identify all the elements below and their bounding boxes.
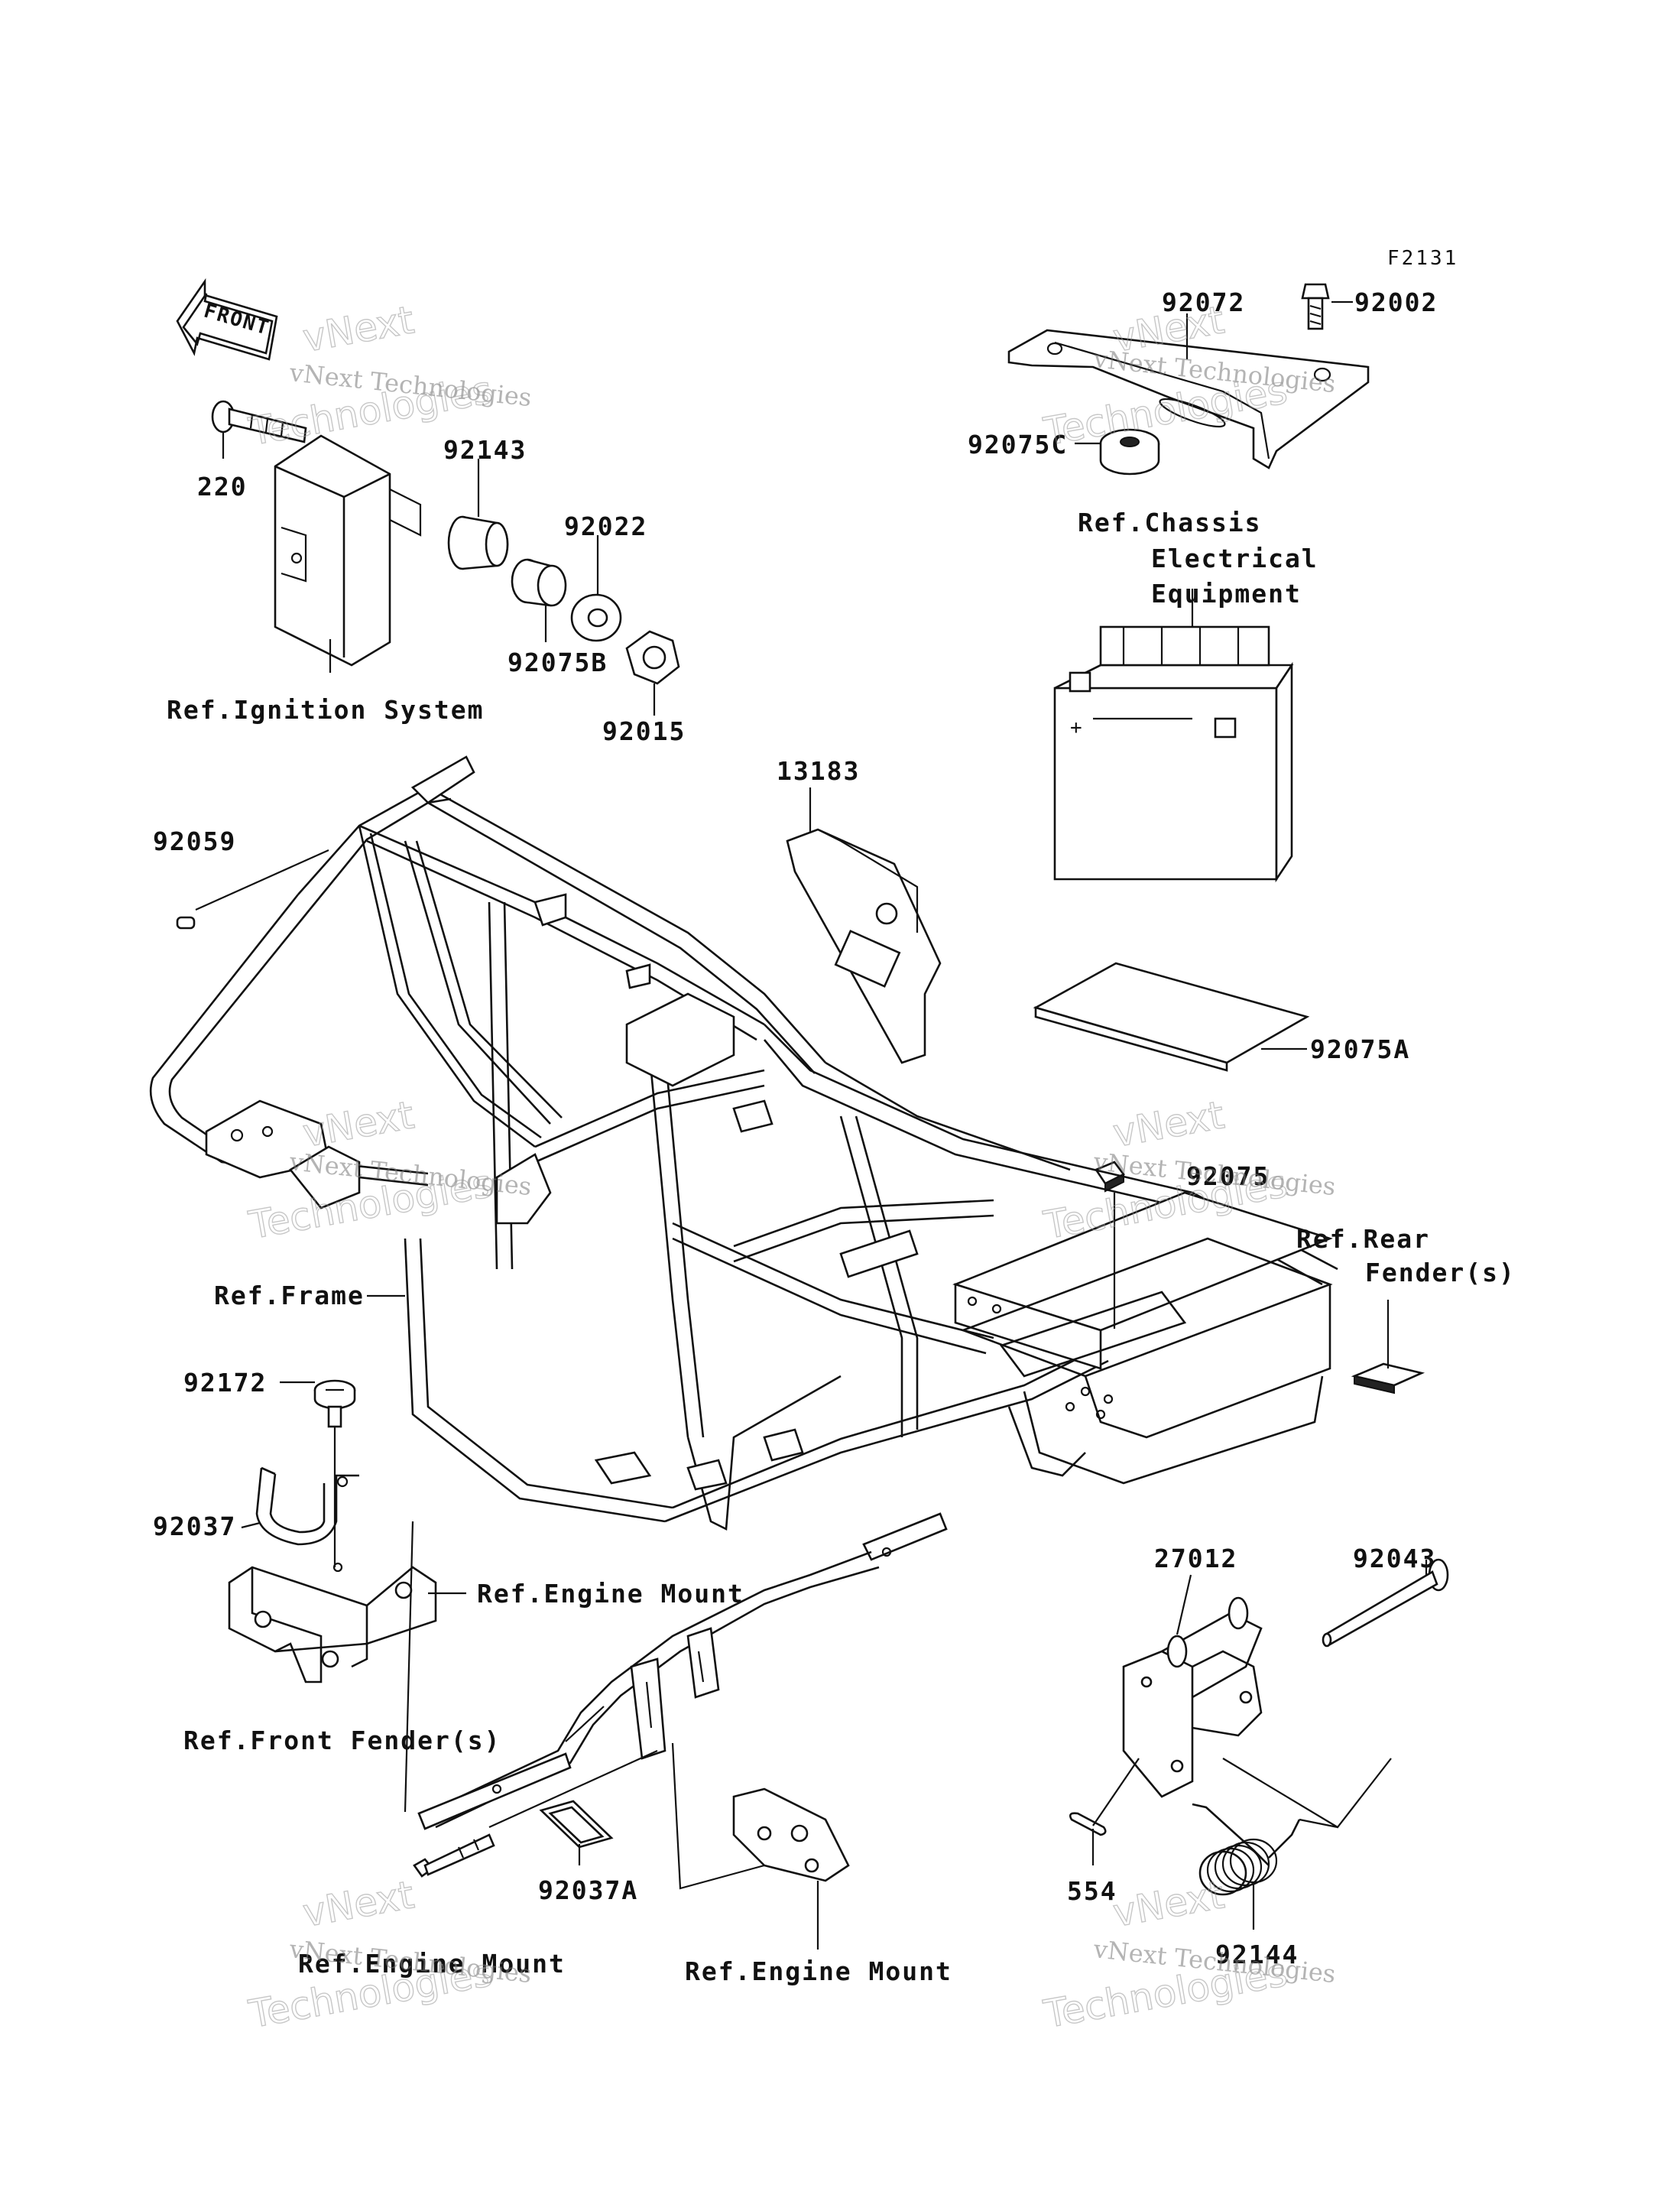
svg-text:vNext: vNext: [300, 1872, 417, 1935]
label-92015: 92015: [602, 716, 686, 746]
label-92172: 92172: [183, 1368, 267, 1398]
label-554: 554: [1067, 1876, 1117, 1906]
engine-mount-plate-icon: [732, 1787, 850, 1882]
label-92075a: 92075A: [1310, 1034, 1410, 1064]
cover-13183-icon: [786, 828, 942, 1064]
label-92059: 92059: [153, 826, 236, 856]
shaft-92043-icon: [1322, 1558, 1449, 1648]
pin-92059-icon: [176, 916, 196, 930]
ref-ignition-system: Ref.Ignition System: [167, 695, 485, 725]
ref-rear-fender-line2: Fender(s): [1365, 1258, 1516, 1287]
front-arrow-icon: FRONT: [176, 278, 278, 361]
battery-icon: +: [1053, 625, 1294, 883]
part-labels: 92002 92072 92075C 220 92143 92022 92075…: [153, 287, 1438, 1969]
label-92075: 92075: [1186, 1161, 1270, 1191]
ref-engine-mount-1: Ref.Engine Mount: [477, 1579, 744, 1609]
ref-frame: Ref.Frame: [214, 1281, 365, 1310]
damper-92075c-icon: [1099, 428, 1160, 476]
bolt-92002-icon: [1301, 283, 1330, 330]
watermark-bottom-left: vNext vNext Technologies Technologies: [245, 1872, 533, 2037]
diagram-code: F2131: [1387, 247, 1458, 270]
rear-fender-piece-icon: [1351, 1362, 1425, 1394]
label-92072: 92072: [1162, 287, 1245, 317]
battery-bracket: [1007, 329, 1370, 469]
grommet-92075b-icon: [511, 558, 567, 607]
plate-92037a-icon: [539, 1800, 614, 1849]
label-92022: 92022: [564, 511, 647, 541]
label-13183: 13183: [777, 756, 860, 786]
battery-pad-icon: [1033, 962, 1310, 1072]
label-220: 220: [197, 472, 248, 502]
spring-92144-icon: [1192, 1803, 1301, 1896]
reference-labels: Ref.Chassis Electrical Equipment Ref.Ign…: [167, 508, 1516, 1986]
svg-text:+: +: [1070, 716, 1085, 739]
washer-92022-icon: [570, 593, 622, 642]
nut-92015-icon: [625, 630, 680, 685]
pin-554-icon: [1069, 1812, 1107, 1836]
svg-text:vNext: vNext: [300, 297, 417, 360]
ref-rear-fender-line1: Ref.Rear: [1296, 1224, 1430, 1254]
engine-bracket-front-icon: [228, 1562, 437, 1683]
ref-chassis-line1: Ref.Chassis: [1078, 508, 1262, 537]
ref-chassis-line2: Electrical: [1151, 544, 1318, 573]
clamp-92037-icon: [255, 1466, 359, 1546]
engine-bolt-icon: [413, 1833, 495, 1878]
front-fender-stay-icon: [417, 1512, 948, 1830]
watermark-top-left: vNext vNext Technologies Technologies: [245, 297, 533, 455]
main-frame: [149, 755, 1338, 1531]
svg-text:vNext: vNext: [1110, 1093, 1228, 1155]
label-92037a: 92037A: [538, 1875, 638, 1905]
label-92002: 92002: [1354, 287, 1438, 317]
label-92075c: 92075C: [968, 430, 1068, 459]
svg-text:vNext: vNext: [1110, 1872, 1228, 1935]
screw-92172-icon: [313, 1379, 356, 1428]
label-92037: 92037: [153, 1511, 236, 1541]
collar-92143-icon: [447, 515, 509, 570]
ref-engine-mount-2: Ref.Engine Mount: [298, 1949, 566, 1979]
bracket-27012-icon: [1122, 1596, 1263, 1798]
ignition-unit-icon: [274, 434, 422, 667]
ref-front-fender: Ref.Front Fender(s): [183, 1726, 501, 1755]
ref-engine-mount-3: Ref.Engine Mount: [685, 1956, 952, 1986]
svg-text:vNext: vNext: [300, 1093, 417, 1155]
label-92143: 92143: [443, 435, 527, 465]
leader-lines: [195, 300, 1428, 1950]
label-92144: 92144: [1215, 1940, 1299, 1969]
ref-chassis-line3: Equipment: [1151, 579, 1302, 609]
label-92075b: 92075B: [508, 648, 608, 677]
label-27012: 27012: [1154, 1544, 1237, 1573]
label-92043: 92043: [1353, 1544, 1436, 1573]
